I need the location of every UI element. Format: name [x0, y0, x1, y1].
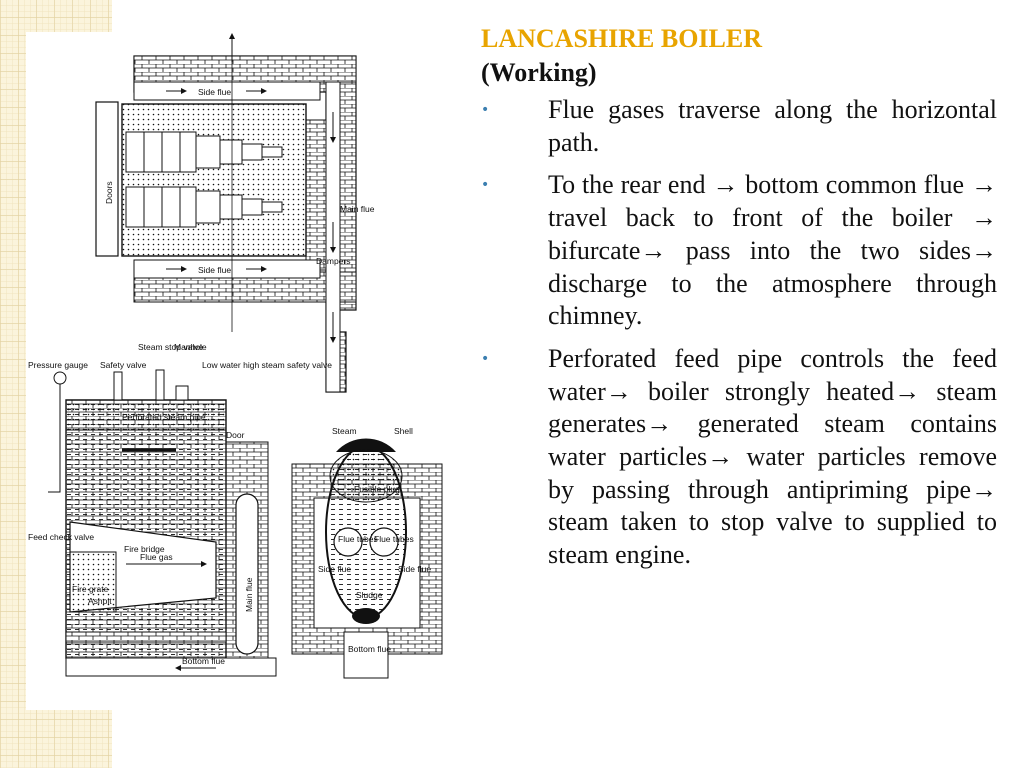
- bullet-item: • Perforated feed pipe controls the feed …: [481, 343, 997, 572]
- label-bottom-flue-side: Bottom flue: [182, 656, 225, 666]
- slide-subtitle: (Working): [481, 58, 597, 87]
- label-bottom-flue-end: Bottom flue: [348, 644, 391, 654]
- label-side-flue-right: Side flue: [398, 564, 431, 574]
- label-safety-valve: Safety valve: [100, 360, 147, 370]
- boiler-diagram: Side flue Side flue Doors Main flue Damp…: [26, 32, 454, 710]
- label-sludge: Sludge: [356, 590, 383, 600]
- bullet-list: • Flue gases traverse along the horizonta…: [481, 94, 997, 572]
- label-main-flue-top: Main flue: [340, 204, 375, 214]
- slide-content: LANCASHIRE BOILER (Working) • Flue gases …: [481, 22, 997, 582]
- label-low-water-valve: Low water high steam safety valve: [202, 360, 332, 370]
- label-pressure-gauge: Pressure gauge: [28, 360, 88, 370]
- label-fire-bridge: Fire bridge: [124, 544, 165, 554]
- label-perforated-steam-pipe: Perforated steam pipe: [122, 412, 206, 422]
- bullet-marker: •: [481, 102, 490, 118]
- bullet-text: To the rear end → bottom common flue → t…: [548, 170, 997, 331]
- label-flue-gas: Flue gas: [140, 552, 173, 562]
- bullet-item: • Flue gases traverse along the horizonta…: [481, 94, 997, 159]
- bullet-text: Perforated feed pipe controls the feed w…: [548, 343, 997, 570]
- label-manhole: Manhole: [174, 342, 207, 352]
- label-main-flue-side: Main flue: [244, 577, 254, 612]
- side-view: Pressure gauge Safety valve Steam stop v…: [28, 342, 332, 677]
- label-ashpit: Ashpit: [88, 596, 112, 606]
- plan-view: Side flue Side flue Doors Main flue Damp…: [95, 33, 375, 393]
- label-shell: Shell: [394, 426, 413, 436]
- bullet-marker: •: [481, 177, 490, 194]
- label-door: Door: [226, 430, 245, 440]
- lancashire-boiler-figure: Side flue Side flue Doors Main flue Damp…: [28, 33, 443, 679]
- label-doors: Doors: [104, 181, 114, 204]
- slide-title: LANCASHIRE BOILER: [481, 24, 763, 53]
- label-steam-stop-valve: Steam stop valve: [138, 342, 203, 352]
- bullet-text: Flue gases traverse along the horizontal…: [548, 95, 997, 157]
- bullet-item: • To the rear end → bottom common flue → …: [481, 169, 997, 333]
- label-side-flue-bottom: Side flue: [198, 265, 231, 275]
- label-side-flue-top: Side flue: [198, 87, 231, 97]
- label-flue-tubes-right: Flue tubes: [374, 534, 414, 544]
- label-side-flue-left: Side flue: [318, 564, 351, 574]
- label-steam: Steam: [332, 426, 357, 436]
- label-fire-grate: Fire grate: [72, 584, 109, 594]
- label-flue-tubes-left: Flue tubes: [338, 534, 378, 544]
- label-dampers: Dampers: [316, 256, 350, 266]
- label-fusible-plug: Fusible plug: [354, 484, 400, 494]
- end-view: Steam Shell Fusible plug Flue tubes Flue…: [291, 426, 443, 679]
- bullet-marker: •: [481, 350, 490, 367]
- label-feed-check-valve: Feed check valve: [28, 532, 94, 542]
